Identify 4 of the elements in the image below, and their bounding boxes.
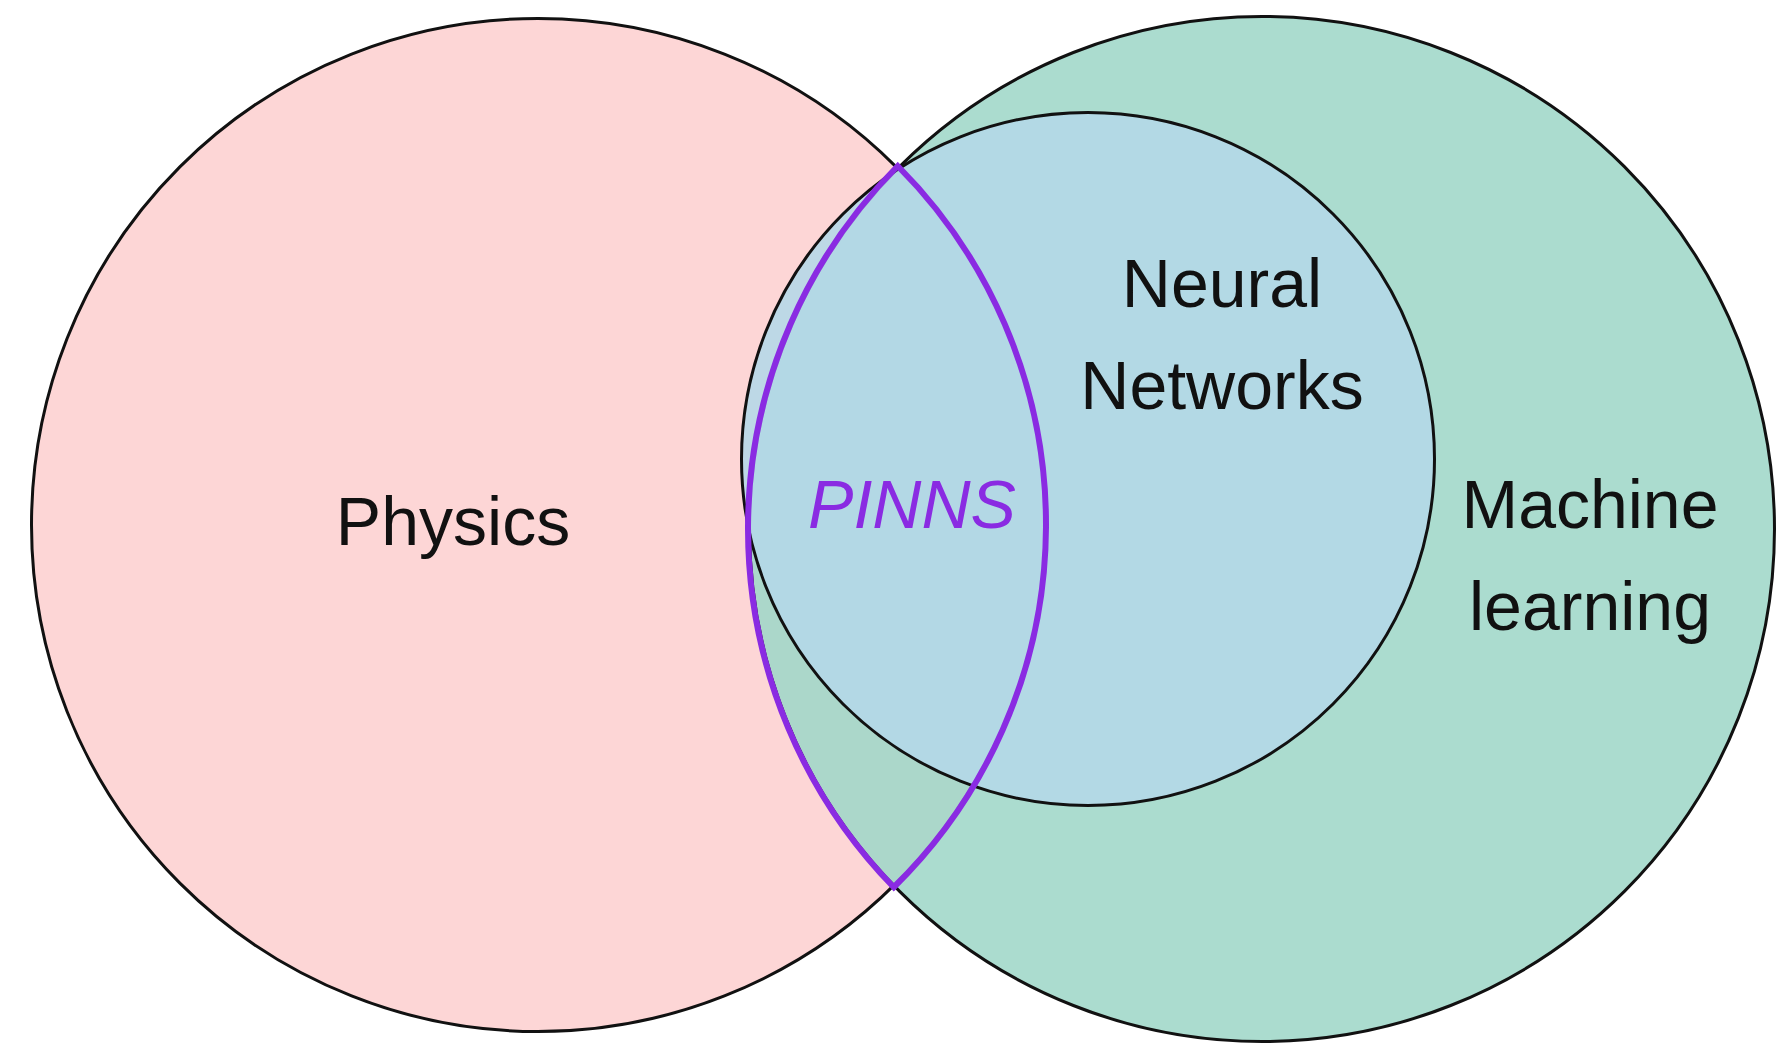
set-label: Physics — [334, 482, 572, 561]
set-label: PINNS — [807, 465, 1017, 544]
set-label: Machine learning — [1460, 465, 1720, 646]
set-label: Neural Networks — [1079, 244, 1365, 425]
